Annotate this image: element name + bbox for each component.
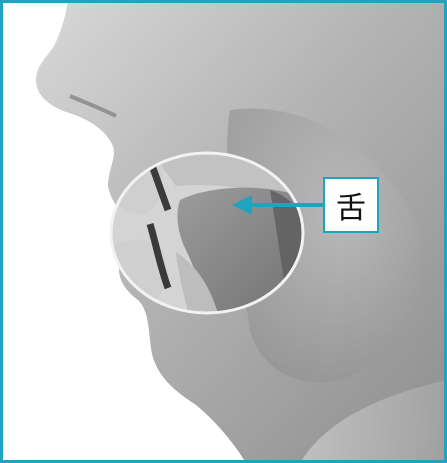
tongue-label: 舌 xyxy=(336,183,366,227)
tongue-label-box: 舌 xyxy=(323,177,379,233)
